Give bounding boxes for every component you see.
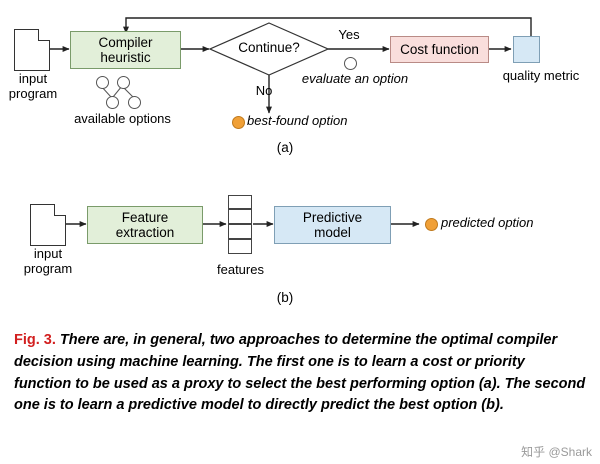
evaluate-option-label: evaluate an option [301,71,409,86]
predictive-model-line1: Predictive [302,209,363,225]
feature-cell-2 [228,209,252,224]
feature-cell-4 [228,239,252,254]
watermark: 知乎 @Shark [521,445,592,459]
input-program-label-a-line2: program [8,85,58,101]
panel-b-id: (b) [276,290,294,305]
input-program-label-a: input program [2,71,64,102]
figure-caption-label: Fig. 3. [14,332,56,348]
input-program-icon-a [14,29,50,71]
feature-cell-1 [228,195,252,209]
best-found-option-dot [232,116,245,129]
input-program-label-b: input program [17,246,79,277]
available-options-label: available options [74,111,171,126]
compiler-heuristic-line1: Compiler [98,34,153,50]
continue-decision-label: Continue? [238,40,300,55]
quality-metric-box [513,36,540,63]
predicted-option-dot [425,218,438,231]
predictive-model-line2: model [314,225,351,240]
cost-function-label: Cost function [400,41,479,57]
yes-label: Yes [338,27,360,42]
input-program-label-b-line1: input [33,246,63,261]
feature-cell-3 [228,224,252,239]
option-dot-2 [117,76,130,89]
cost-function-box: Cost function [390,36,489,63]
input-program-label-a-line1: input [18,71,48,86]
input-program-label-b-line2: program [23,260,73,276]
predictive-model-box: Predictive model [274,206,391,244]
figure-caption: Fig. 3. There are, in general, two appro… [14,330,586,417]
compiler-heuristic-box: Compiler heuristic [70,31,181,69]
input-program-icon-b [30,204,66,246]
panel-a-id: (a) [276,140,294,155]
compiler-heuristic-line2: heuristic [100,50,151,65]
option-dot-3 [106,96,119,109]
quality-metric-label: quality metric [502,68,580,83]
best-found-option-label: best-found option [247,113,348,128]
feature-extraction-box: Feature extraction [87,206,203,244]
no-label: No [255,83,273,98]
option-dot-1 [96,76,109,89]
predicted-option-label: predicted option [441,215,534,230]
figure-caption-text: There are, in general, two approaches to… [14,332,586,414]
features-label: features [217,262,264,277]
evaluate-option-dot [344,57,357,70]
features-stack [228,195,252,254]
option-dot-4 [128,96,141,109]
feature-extraction-line1: Feature [121,209,169,225]
feature-extraction-line2: extraction [115,225,175,240]
continue-decision: Continue? [209,22,329,76]
